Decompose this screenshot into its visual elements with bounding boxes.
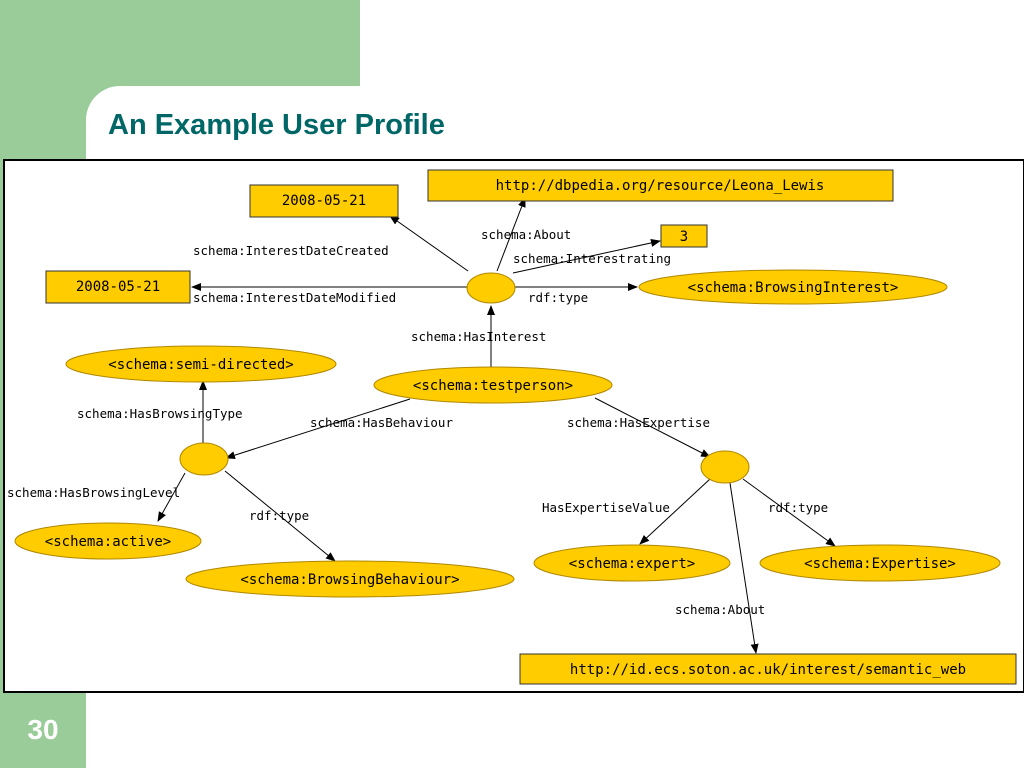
label-rdf-type-interest: rdf:type xyxy=(528,290,588,305)
rdf-graph-diagram: 2008-05-21 http://dbpedia.org/resource/L… xyxy=(7,169,1017,685)
label-interestrating: schema:Interestrating xyxy=(513,251,671,266)
diagram-frame: 2008-05-21 http://dbpedia.org/resource/L… xyxy=(3,159,1024,693)
ellipse-browsing-interest xyxy=(638,269,948,305)
ellipse-expertise xyxy=(759,544,1001,582)
label-has-expertise-value: HasExpertiseValue xyxy=(542,500,670,515)
box-dbpedia-uri xyxy=(427,169,894,202)
edge-rdf-type-expertise xyxy=(742,478,836,547)
label-about-top: schema:About xyxy=(481,227,571,242)
edge-has-expertise-value xyxy=(639,478,711,545)
label-rdf-type-behaviour: rdf:type xyxy=(249,508,309,523)
ellipse-active xyxy=(14,522,202,560)
box-date-modified xyxy=(45,270,191,304)
edge-about-semantic-web xyxy=(729,482,759,654)
ellipse-testperson-text: <schema:testperson> xyxy=(413,378,573,394)
edge-about-dbpedia xyxy=(496,197,526,272)
ellipse-expertise-text: <schema:Expertise> xyxy=(804,556,956,572)
ellipse-semi-directed xyxy=(65,345,337,383)
page-number: 30 xyxy=(27,714,59,745)
behaviour-blank-node xyxy=(179,442,229,476)
box-date-modified-text: 2008-05-21 xyxy=(76,279,160,295)
ellipse-browsing-interest-text: <schema:BrowsingInterest> xyxy=(688,280,899,296)
box-date-created xyxy=(249,184,399,218)
box-rating-value-text: 3 xyxy=(680,229,688,245)
label-interest-date-created: schema:InterestDateCreated xyxy=(193,243,389,258)
interest-blank-node xyxy=(466,272,516,304)
box-rating-value xyxy=(660,224,708,248)
ellipse-testperson xyxy=(373,366,613,404)
label-interest-date-modified: schema:InterestDateModified xyxy=(193,290,396,305)
slide-title: An Example User Profile xyxy=(108,109,445,141)
edge-has-behaviour xyxy=(225,398,411,460)
box-dbpedia-uri-text: http://dbpedia.org/resource/Leona_Lewis xyxy=(496,178,825,194)
label-has-interest: schema:HasInterest xyxy=(411,329,546,344)
box-date-created-text: 2008-05-21 xyxy=(282,193,366,209)
box-interest-uri xyxy=(519,653,1017,685)
ellipse-browsing-behaviour xyxy=(185,560,515,598)
edge-has-expertise xyxy=(594,397,711,458)
edge-rdf-type-behaviour xyxy=(224,470,336,562)
label-has-browsing-type: schema:HasBrowsingType xyxy=(77,406,243,421)
edge-has-browsing-level xyxy=(157,472,186,522)
box-interest-uri-text: http://id.ecs.soton.ac.uk/interest/seman… xyxy=(570,662,966,678)
ellipse-active-text: <schema:active> xyxy=(45,534,171,550)
ellipse-expert-text: <schema:expert> xyxy=(569,556,695,572)
label-about-bottom: schema:About xyxy=(675,602,765,617)
expertise-blank-node xyxy=(700,450,750,484)
ellipse-browsing-behaviour-text: <schema:BrowsingBehaviour> xyxy=(240,572,459,588)
ellipse-semi-directed-text: <schema:semi-directed> xyxy=(108,357,293,373)
edge-interestrating xyxy=(512,239,661,274)
edge-interest-date-created xyxy=(389,215,469,272)
label-has-expertise: schema:HasExpertise xyxy=(567,415,710,430)
label-has-browsing-level: schema:HasBrowsingLevel xyxy=(7,485,180,500)
ellipse-expert xyxy=(533,544,731,582)
label-rdf-type-expertise: rdf:type xyxy=(768,500,828,515)
label-has-behaviour: schema:HasBehaviour xyxy=(310,415,453,430)
